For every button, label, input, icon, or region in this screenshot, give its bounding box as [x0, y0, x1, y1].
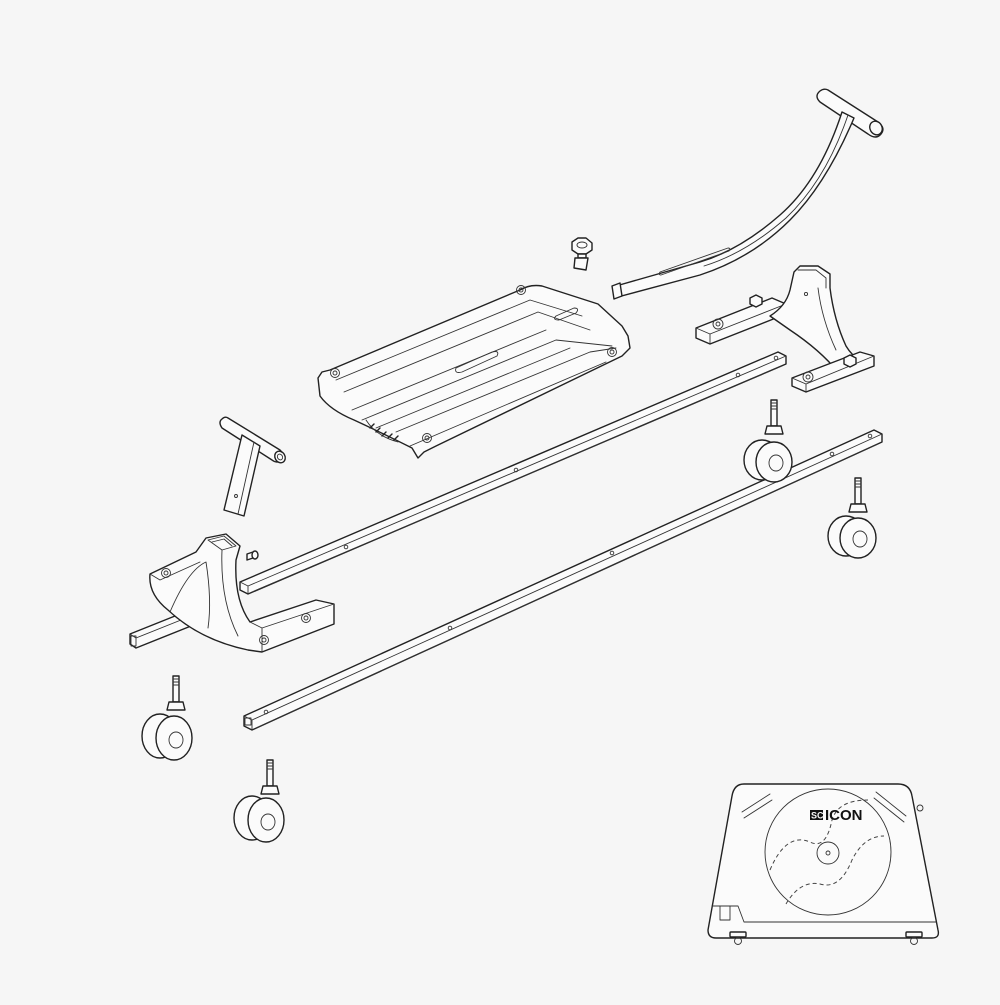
caster-wheel-4: [233, 759, 285, 843]
clamp-knob: [571, 237, 593, 271]
small-bolt: [246, 550, 259, 561]
wheel-tray: [317, 284, 631, 459]
long-rail-lower: [243, 429, 883, 731]
logo-box: [810, 810, 823, 820]
caster-wheel-1: [743, 399, 793, 483]
inset-assembled-bag: SC ICON: [707, 783, 940, 945]
front-t-post: [219, 416, 286, 517]
caster-wheel-2: [827, 477, 877, 559]
front-stand: [129, 533, 335, 653]
handle-bar: [611, 88, 884, 300]
logo-box-text: SC: [811, 811, 824, 821]
long-rail-upper: [239, 351, 787, 595]
rear-stand: [695, 265, 875, 393]
logo-text: ICON: [825, 807, 863, 824]
caster-wheel-3: [141, 675, 193, 761]
